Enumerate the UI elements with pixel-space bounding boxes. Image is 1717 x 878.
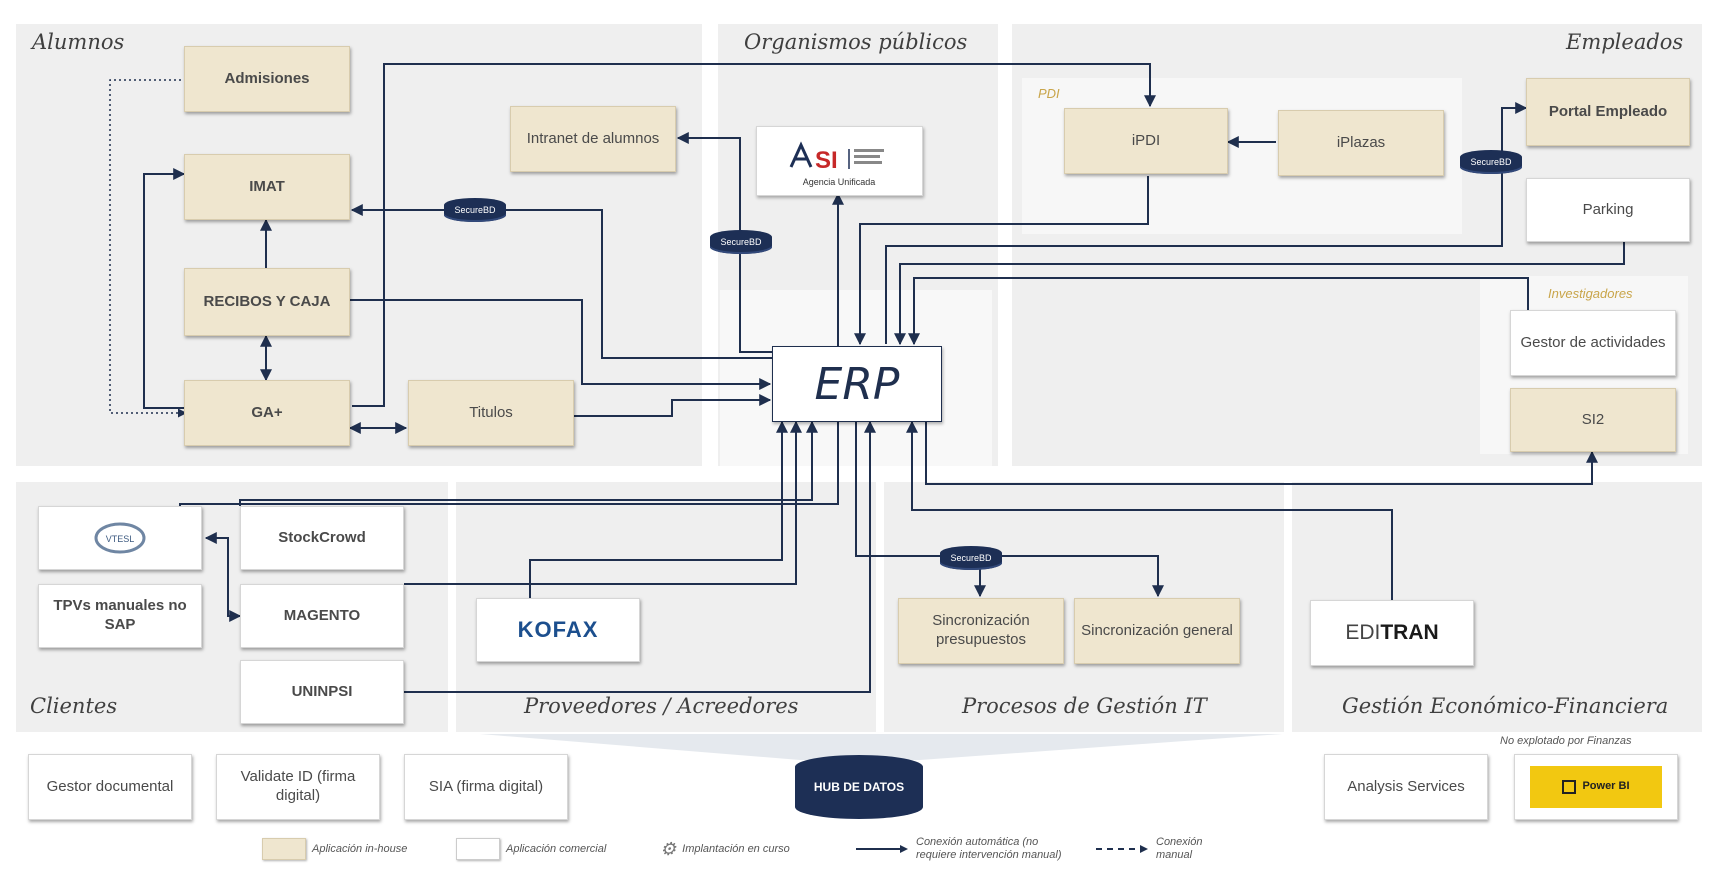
recibos-caja-box[interactable]: RECIBOS Y CAJA	[184, 268, 350, 336]
titulos-box[interactable]: Titulos	[408, 380, 574, 446]
gestor-documental-box[interactable]: Gestor documental	[28, 754, 192, 820]
legend-inhouse: Aplicación in-house	[262, 834, 407, 864]
dashed-arrow-icon	[1096, 845, 1148, 853]
magento-box[interactable]: MAGENTO	[240, 584, 404, 648]
svg-text:VTESL: VTESL	[106, 534, 135, 544]
analysis-services-box[interactable]: Analysis Services	[1324, 754, 1488, 820]
iplazas-box[interactable]: iPlazas	[1278, 110, 1444, 176]
powerbi-icon	[1562, 780, 1577, 794]
region-title-procesos: Procesos de Gestión IT	[962, 694, 1207, 718]
imat-box[interactable]: IMAT	[184, 154, 350, 220]
securebd-organismos: SecureBD	[710, 230, 772, 254]
hub-de-datos[interactable]: HUB DE DATOS	[795, 755, 923, 819]
region-title-gestion: Gestión Económico-Financiera	[1342, 694, 1669, 718]
kofax-logo: KOFAX	[517, 617, 599, 643]
portal-empleado-box[interactable]: Portal Empleado	[1526, 78, 1690, 146]
gear-icon: ⚙	[660, 838, 677, 859]
region-title-empleados: Empleados	[1566, 30, 1684, 54]
vtesl-logo-icon: VTESL	[94, 522, 146, 554]
powerbi-box[interactable]: Power BI	[1514, 754, 1678, 820]
parking-box[interactable]: Parking	[1526, 178, 1690, 242]
legend-manual: Conexión manual	[1096, 834, 1226, 864]
region-alumnos	[16, 24, 702, 466]
label-pdi: PDI	[1038, 86, 1060, 101]
region-title-organismos: Organismos públicos	[744, 30, 968, 54]
legend-curso: ⚙ Implantación en curso	[660, 838, 790, 859]
legend-comercial: Aplicación comercial	[456, 834, 606, 864]
gestor-actividades-box[interactable]: Gestor de actividades	[1510, 310, 1676, 376]
kofax-box[interactable]: KOFAX	[476, 598, 640, 662]
solid-arrow-icon	[856, 845, 908, 853]
admisiones-box[interactable]: Admisiones	[184, 46, 350, 112]
uninpsi-box[interactable]: UNINPSI	[240, 660, 404, 724]
svg-text:SI: SI	[815, 147, 838, 174]
ipdi-box[interactable]: iPDI	[1064, 108, 1228, 174]
editran-logo: EDITRAN	[1345, 620, 1439, 644]
editran-box[interactable]: EDITRAN	[1310, 600, 1474, 666]
securebd-procesos: SecureBD	[940, 546, 1002, 570]
sinc-general-box[interactable]: Sincronización general	[1074, 598, 1240, 664]
legend-inhouse-swatch	[262, 838, 306, 860]
ga-plus-box[interactable]: GA+	[184, 380, 350, 446]
securebd-empleados: SecureBD	[1460, 150, 1522, 174]
region-title-proveedores: Proveedores / Acreedores	[524, 694, 799, 718]
sia-box[interactable]: SIA (firma digital)	[404, 754, 568, 820]
tpvs-box[interactable]: TPVs manuales no SAP	[38, 584, 202, 648]
vtesl-box[interactable]: VTESL	[38, 506, 202, 570]
svg-text:Agencia Unificada: Agencia Unificada	[803, 177, 876, 187]
stockcrowd-box[interactable]: StockCrowd	[240, 506, 404, 570]
erp-box[interactable]: ERP	[772, 346, 942, 422]
legend-comercial-swatch	[456, 838, 500, 860]
agencia-si-logo[interactable]: SI Agencia Unificada	[756, 126, 923, 196]
intranet-alumnos-box[interactable]: Intranet de alumnos	[510, 106, 676, 172]
legend-auto: Conexión automática (no requiere interve…	[856, 834, 1076, 864]
no-explotado-note: No explotado por Finanzas	[1500, 735, 1632, 747]
asi-logo-icon: SI Agencia Unificada	[789, 141, 884, 187]
validate-id-box[interactable]: Validate ID (firma digital)	[216, 754, 380, 820]
powerbi-logo: Power BI	[1530, 766, 1662, 808]
securebd-alumnos: SecureBD	[444, 198, 506, 222]
sinc-presupuestos-box[interactable]: Sincronización presupuestos	[898, 598, 1064, 664]
region-title-clientes: Clientes	[30, 694, 118, 718]
region-title-alumnos: Alumnos	[32, 30, 125, 54]
label-investigadores: Investigadores	[1548, 286, 1633, 301]
si2-box[interactable]: SI2	[1510, 388, 1676, 452]
